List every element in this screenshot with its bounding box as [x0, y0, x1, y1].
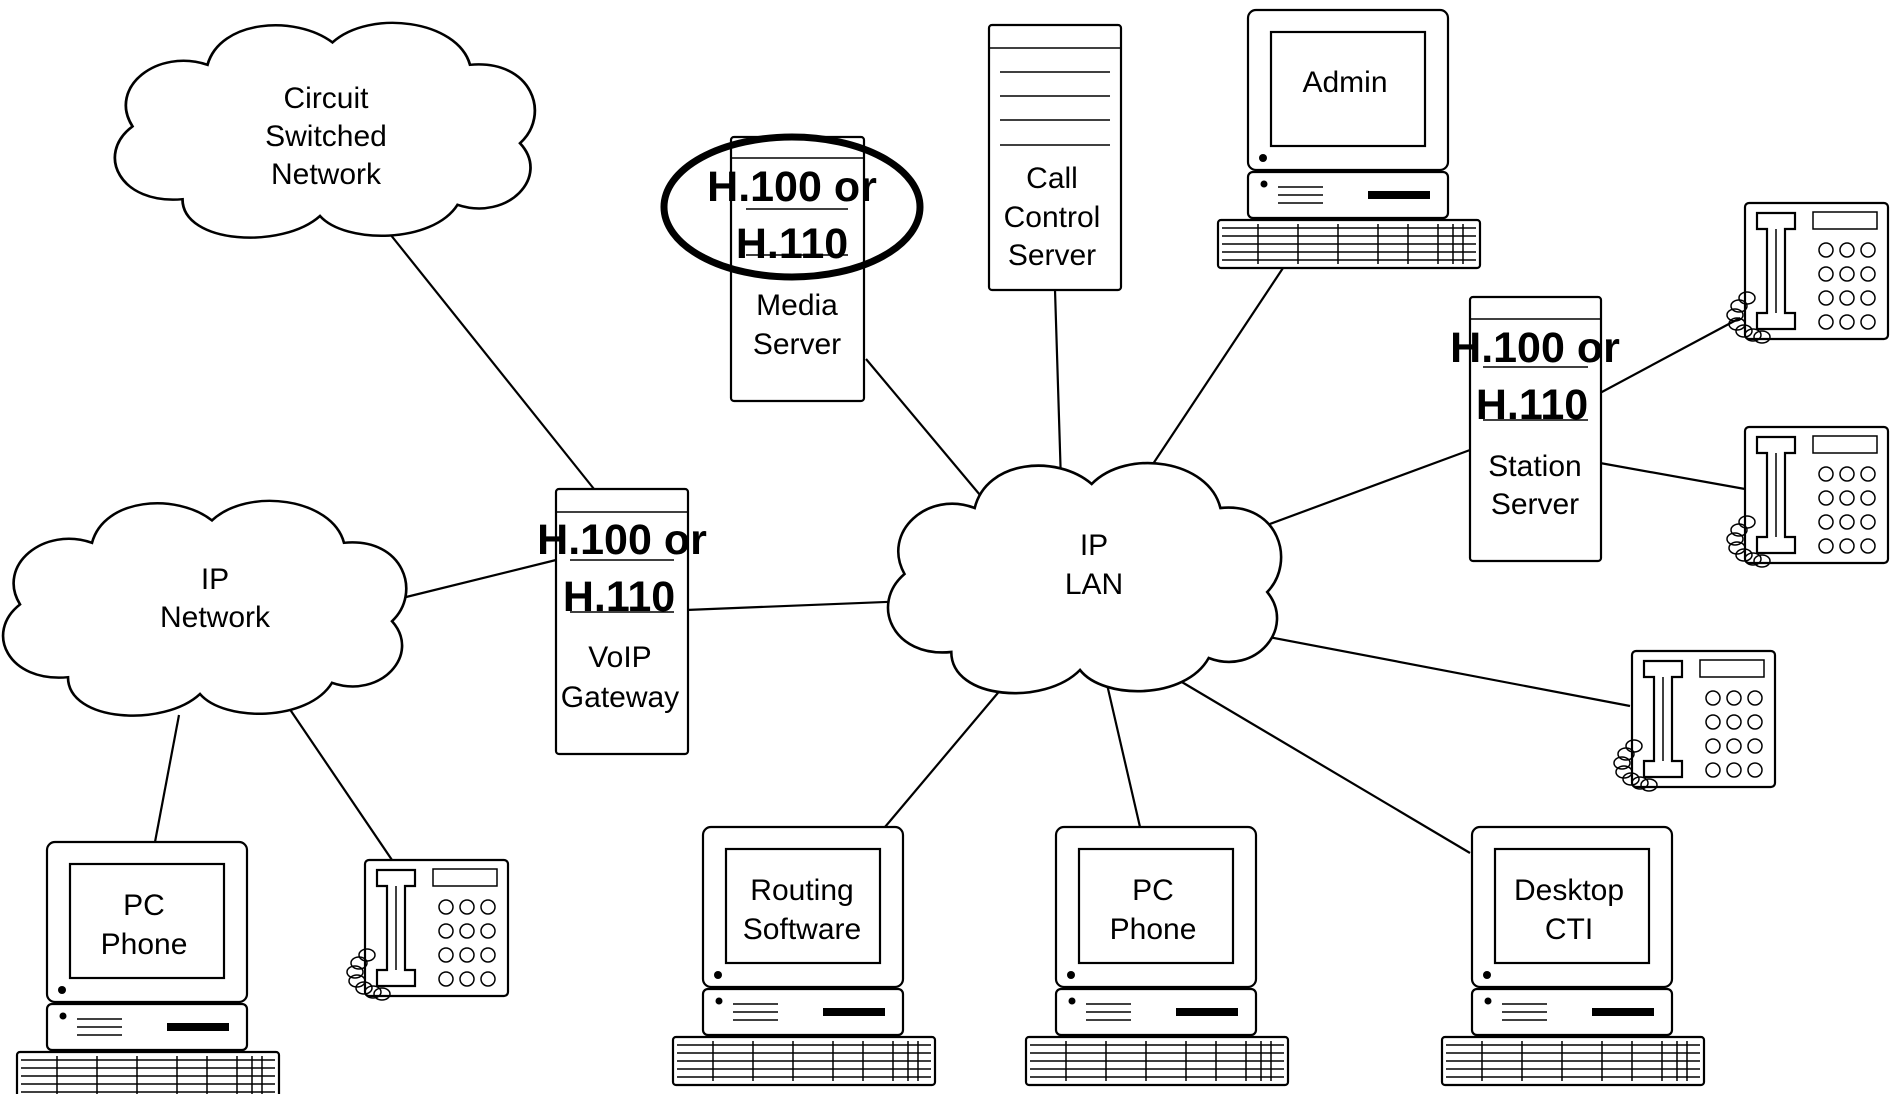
- media-server: H.100 or H.110 Media Server: [660, 133, 924, 403]
- link-ipnet-pc: [153, 714, 181, 843]
- pc-mid-line2: Phone: [1110, 913, 1197, 946]
- connection-lines: [153, 228, 1746, 861]
- cloud-ip-network: IP Network: [1, 499, 408, 717]
- link-station-lan: [1239, 448, 1471, 537]
- highlight-ellipse: [660, 133, 924, 281]
- cloud-circuit-switched: Circuit Switched Network: [113, 21, 537, 239]
- cloud-lan-line2: LAN: [1065, 568, 1123, 601]
- link-lan-routing: [884, 674, 1014, 828]
- pc-left-line2: Phone: [101, 928, 188, 961]
- link-lan-pcphone: [1104, 679, 1142, 828]
- call-control-server: Call Control Server: [987, 23, 1123, 292]
- callcontrol-line3: Server: [1008, 239, 1096, 272]
- cloud-ipnet-line2: Network: [160, 601, 271, 634]
- media-bus-line1: H.100 or: [707, 163, 877, 211]
- station-bus-line1: H.100 or: [1450, 324, 1620, 372]
- server-icon: [554, 487, 690, 756]
- voip-line2: Gateway: [561, 681, 679, 714]
- computer-icon: [15, 840, 281, 1099]
- voip-gateway: H.100 or H.110 VoIP Gateway: [537, 487, 707, 756]
- cti-line1: Desktop: [1514, 874, 1624, 907]
- computer-icon: [1024, 825, 1290, 1087]
- phone-icon: [1725, 425, 1890, 569]
- station-line1: Station: [1488, 450, 1581, 483]
- cloud-ip-lan: IP LAN: [886, 461, 1283, 695]
- cloud-ipnet-line1: IP: [201, 563, 229, 596]
- cloud-circuit-line3: Network: [271, 158, 382, 191]
- routing-line2: Software: [743, 913, 861, 946]
- admin-label: Admin: [1302, 66, 1387, 99]
- computer-desktop-cti: Desktop CTI: [1440, 825, 1706, 1087]
- phone-station-2: [1725, 425, 1890, 569]
- voip-bus-line1: H.100 or: [537, 516, 707, 564]
- link-lan-phone3: [1247, 631, 1631, 708]
- media-server-line1: Media: [756, 289, 838, 322]
- computer-icon: [1440, 825, 1706, 1087]
- cloud-lan-line1: IP: [1080, 529, 1108, 562]
- link-circuit-voip: [385, 228, 595, 490]
- computer-routing-software: Routing Software: [671, 825, 937, 1087]
- server-icon: [1468, 295, 1603, 563]
- cloud-circuit-line1: Circuit: [283, 82, 369, 115]
- station-line2: Server: [1491, 488, 1579, 521]
- link-voip-lan: [685, 599, 911, 612]
- media-server-line2: Server: [753, 328, 841, 361]
- phone-ip-network: [345, 858, 510, 1002]
- link-ipnet-voip: [393, 558, 557, 602]
- voip-bus-line2: H.110: [563, 573, 675, 621]
- callcontrol-line2: Control: [1004, 201, 1101, 234]
- phone-lan: [1612, 649, 1777, 793]
- station-server: H.100 or H.110 Station Server: [1450, 295, 1620, 563]
- link-callcontrol-lan: [1053, 289, 1063, 483]
- computer-admin: Admin: [1216, 8, 1482, 270]
- phone-station-1: [1725, 201, 1890, 345]
- link-admin-lan: [1140, 264, 1286, 483]
- link-station-phone1: [1599, 317, 1741, 394]
- computer-icon: [1216, 8, 1482, 270]
- link-media-lan: [865, 358, 981, 496]
- phone-icon: [1725, 201, 1890, 345]
- phone-icon: [1612, 649, 1777, 793]
- phone-icon: [345, 858, 510, 1002]
- computer-icon: [671, 825, 937, 1087]
- computer-pc-phone-mid: PC Phone: [1024, 825, 1290, 1087]
- server-icon: [987, 23, 1123, 292]
- routing-line1: Routing: [750, 874, 853, 907]
- link-ipnet-phone: [288, 707, 393, 861]
- media-bus-line2: H.110: [736, 220, 848, 268]
- computer-pc-phone-left: PC Phone: [15, 840, 281, 1099]
- link-station-phone2: [1599, 461, 1746, 491]
- pc-mid-line1: PC: [1132, 874, 1174, 907]
- voip-line1: VoIP: [588, 641, 651, 674]
- pc-left-line1: PC: [123, 889, 165, 922]
- cloud-circuit-line2: Switched: [265, 120, 387, 153]
- link-lan-cti: [1169, 674, 1471, 854]
- station-bus-line2: H.110: [1476, 381, 1588, 429]
- cti-line2: CTI: [1545, 913, 1593, 946]
- callcontrol-line1: Call: [1026, 162, 1078, 195]
